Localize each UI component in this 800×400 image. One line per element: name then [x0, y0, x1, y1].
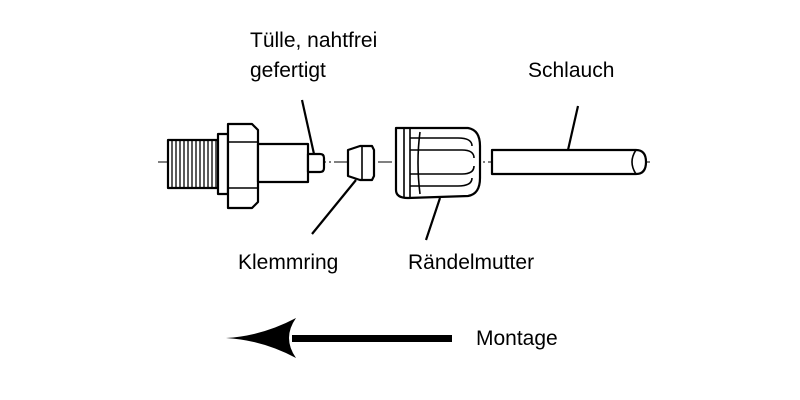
clamping-ring: [346, 144, 376, 182]
label-klemmring: Klemmring: [238, 251, 339, 274]
fitting-body: [166, 122, 326, 210]
assembly-direction-arrow: [226, 318, 452, 358]
label-raendelmutter: Rändelmutter: [408, 251, 535, 274]
knurled-nut: [394, 126, 482, 200]
label-schlauch: Schlauch: [528, 59, 615, 82]
leader-raendelmutter: [424, 197, 442, 241]
leader-klemmring: [311, 179, 357, 235]
label-tuelle-line1: Tülle, nahtfrei: [250, 29, 378, 52]
hose: [490, 148, 648, 176]
leader-schlauch: [566, 105, 580, 151]
leader-tuelle: [300, 99, 316, 155]
label-tuelle-line2: gefertigt: [250, 59, 326, 82]
label-montage: Montage: [476, 327, 558, 350]
